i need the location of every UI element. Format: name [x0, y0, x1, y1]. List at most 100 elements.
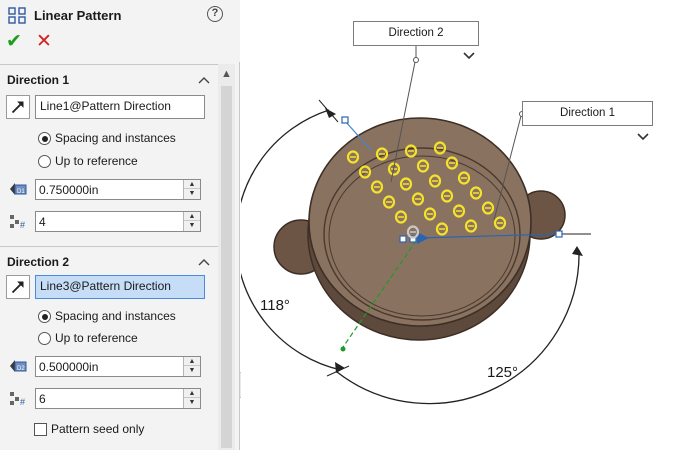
spacing-icon: D1 — [10, 183, 27, 195]
group-divider — [0, 246, 218, 247]
direction2-title: Direction 2 — [7, 255, 70, 269]
collapse-chevron-icon[interactable] — [198, 75, 210, 85]
part-body[interactable] — [273, 117, 566, 341]
spacing-value: 0.500000in — [39, 360, 99, 374]
angle-dimension-arc-left[interactable] — [241, 109, 342, 371]
direction1-spacing-input[interactable]: 0.750000in ▲ ▼ — [35, 179, 201, 200]
pattern-seed-only-checkbox[interactable] — [34, 423, 47, 436]
spin-down-icon[interactable]: ▼ — [188, 399, 196, 406]
direction2-axis-line[interactable] — [340, 237, 419, 351]
direction2-reference-field[interactable]: Line3@Pattern Direction — [35, 275, 205, 299]
axis-endpoint — [340, 346, 346, 352]
spacing-value: 0.750000in — [39, 183, 99, 197]
spin-up-icon[interactable]: ▲ — [184, 180, 200, 189]
angle-dimension-arc-right[interactable] — [336, 249, 580, 405]
pattern-instance[interactable] — [387, 162, 401, 176]
pattern-instance[interactable] — [469, 186, 483, 200]
pattern-instance[interactable] — [411, 192, 425, 206]
spin-down-icon[interactable]: ▼ — [188, 367, 196, 374]
ok-button[interactable]: ✔ — [6, 31, 22, 52]
pattern-instance[interactable] — [375, 147, 389, 161]
property-scroll-area: Direction 1 Line1@Pattern Direction Spac… — [0, 64, 218, 450]
pattern-instance[interactable] — [423, 207, 437, 221]
radio-selected[interactable] — [38, 310, 51, 323]
spin-up-icon[interactable]: ▲ — [184, 357, 200, 366]
radio-label: Spacing and instances — [55, 309, 176, 323]
svg-text:#: # — [20, 397, 25, 407]
panel-scrollbar[interactable]: ▲ — [218, 64, 235, 450]
linear-pattern-icon — [8, 7, 26, 24]
angle-label-right[interactable]: 125° — [487, 364, 518, 381]
dimension-arrowhead — [572, 246, 583, 256]
spin-down-icon[interactable]: ▼ — [188, 190, 196, 197]
spinner[interactable]: ▲ ▼ — [183, 180, 200, 199]
direction2-callout[interactable]: Direction 2 — [353, 21, 479, 46]
radio-selected[interactable] — [38, 132, 51, 145]
property-manager-header: Linear Pattern ? ✔ ✕ — [0, 0, 240, 62]
direction1-instances-input[interactable]: 4 ▲ ▼ — [35, 211, 201, 232]
pattern-instance[interactable] — [452, 204, 466, 218]
direction1-title: Direction 1 — [7, 73, 70, 87]
pattern-instances[interactable] — [346, 141, 507, 239]
collapse-chevron-icon[interactable] — [198, 257, 210, 267]
radio-unselected[interactable] — [38, 155, 51, 168]
pattern-seed[interactable] — [406, 225, 420, 239]
direction1-callout[interactable]: Direction 1 — [522, 101, 653, 126]
instances-icon: # — [10, 392, 25, 407]
direction-handle[interactable] — [341, 116, 349, 124]
angle-label-left[interactable]: 118° — [260, 297, 290, 314]
pattern-instance[interactable] — [435, 222, 449, 236]
callout-anchor — [413, 57, 419, 63]
chevron-down-icon[interactable] — [463, 52, 475, 60]
spin-up-icon[interactable]: ▲ — [184, 389, 200, 398]
help-icon[interactable]: ? — [207, 6, 223, 22]
pattern-instance[interactable] — [399, 177, 413, 191]
origin-handle[interactable] — [399, 235, 407, 243]
direction-handle[interactable] — [555, 230, 563, 238]
pattern-instance[interactable] — [481, 201, 495, 215]
direction-preview-line — [344, 120, 372, 151]
pattern-instance[interactable] — [358, 165, 372, 179]
direction1-axis-line[interactable] — [417, 233, 560, 239]
pattern-instance[interactable] — [346, 150, 360, 164]
direction1-reference-field[interactable]: Line1@Pattern Direction — [35, 95, 205, 119]
pattern-instance[interactable] — [445, 156, 459, 170]
radio-label: Up to reference — [55, 154, 138, 168]
feature-title: Linear Pattern — [34, 8, 122, 23]
origin-handle[interactable] — [409, 235, 417, 243]
instances-icon: # — [10, 215, 25, 230]
pattern-instance[interactable] — [394, 210, 408, 224]
scroll-up-icon[interactable]: ▲ — [221, 68, 232, 80]
instances-value: 6 — [39, 392, 46, 406]
direction2-spacing-input[interactable]: 0.500000in ▲ ▼ — [35, 356, 201, 377]
pattern-instance[interactable] — [428, 174, 442, 188]
spin-up-icon[interactable]: ▲ — [184, 212, 200, 221]
pattern-instance[interactable] — [382, 195, 396, 209]
direction-arrow-icon[interactable] — [417, 232, 429, 244]
direction2-instances-input[interactable]: 6 ▲ ▼ — [35, 388, 201, 409]
spin-down-icon[interactable]: ▼ — [188, 222, 196, 229]
reverse-direction-icon[interactable] — [6, 95, 30, 119]
pattern-instance[interactable] — [493, 216, 507, 230]
reverse-direction-icon[interactable] — [6, 275, 30, 299]
pattern-instance[interactable] — [370, 180, 384, 194]
pattern-instance[interactable] — [404, 144, 418, 158]
pattern-instance[interactable] — [433, 141, 447, 155]
scrollbar-thumb[interactable] — [221, 86, 232, 448]
spinner[interactable]: ▲ ▼ — [183, 212, 200, 231]
radio-unselected[interactable] — [38, 332, 51, 345]
graphics-area[interactable]: 118° 125° Direction 2 Direction 1 — [241, 0, 683, 450]
property-manager: Linear Pattern ? ✔ ✕ Direction 1 Line1@P… — [0, 0, 240, 450]
pattern-instance[interactable] — [457, 171, 471, 185]
radio-label: Up to reference — [55, 331, 138, 345]
spacing-icon: D2 — [10, 360, 27, 372]
model-view[interactable]: 118° 125° — [241, 0, 683, 450]
chevron-down-icon[interactable] — [637, 133, 649, 141]
pattern-instance[interactable] — [464, 219, 478, 233]
pattern-instance[interactable] — [416, 159, 430, 173]
callout-leader — [390, 61, 416, 183]
pattern-instance[interactable] — [440, 189, 454, 203]
spinner[interactable]: ▲ ▼ — [183, 389, 200, 408]
cancel-button[interactable]: ✕ — [36, 31, 52, 52]
spinner[interactable]: ▲ ▼ — [183, 357, 200, 376]
